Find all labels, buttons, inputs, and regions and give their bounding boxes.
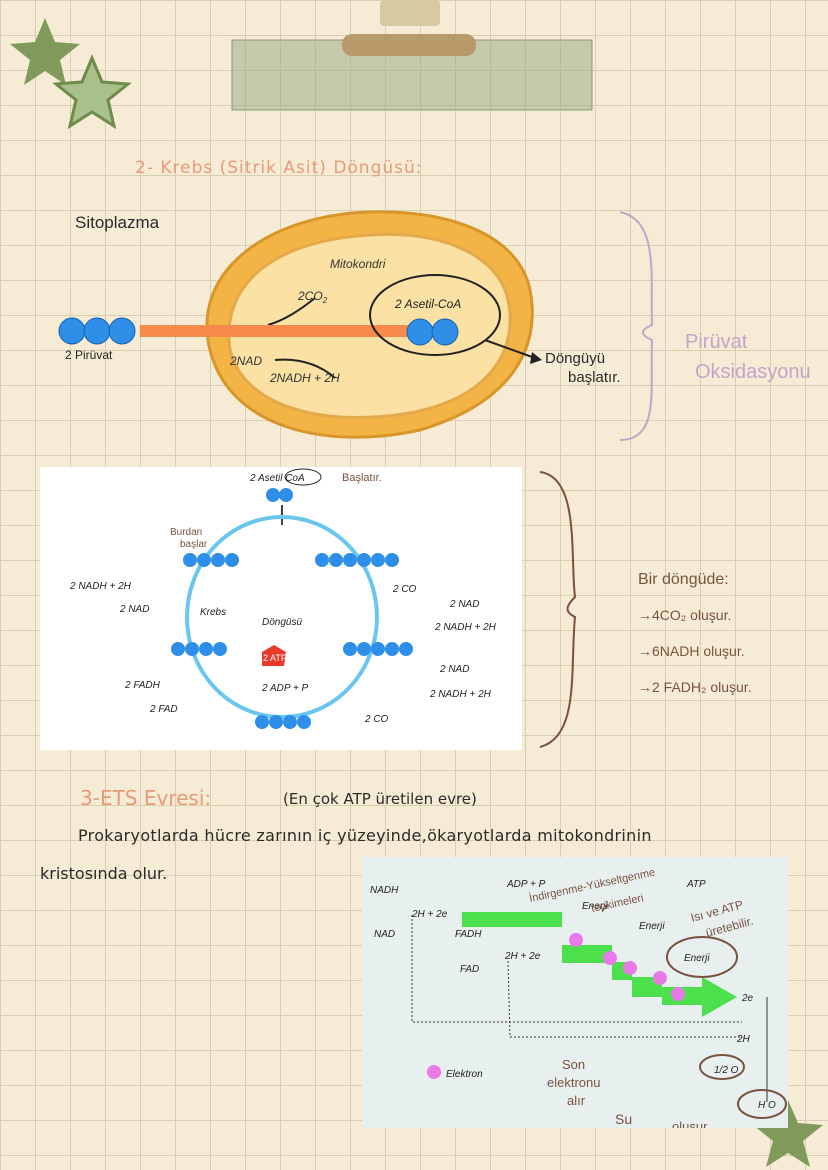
sitoplazma-label: Sitoplazma xyxy=(75,213,160,232)
krebs-cycle-diagram: 2 Asetil CoA Başlatır. Burdan başlar 2 N… xyxy=(69,468,497,729)
center-label-1: Krebs xyxy=(200,607,226,618)
ets-2h: 2H xyxy=(736,1034,751,1045)
c6-top-right xyxy=(315,553,399,567)
acetyl-top-label: 2 Asetil CoA xyxy=(249,473,305,484)
ets-atp: ATP xyxy=(686,879,706,890)
pyruvate-label: 2 Pirüvat xyxy=(65,348,113,362)
mitokondri-label: Mitokondri xyxy=(330,257,386,271)
adp-label: 2 ADP + P xyxy=(261,683,309,694)
ets-o2: 1/2 O xyxy=(714,1065,739,1076)
ets-enerji-1: Enerji xyxy=(582,901,608,912)
star-icon xyxy=(10,18,80,85)
nad-left: 2 NAD xyxy=(119,604,149,615)
nad-right-1: 2 NAD xyxy=(449,599,479,610)
summary-nadh: →6NADH oluşur. xyxy=(638,643,745,659)
ets-adp: ADP + P xyxy=(506,879,546,890)
ets-fadh2: FADH xyxy=(455,929,482,940)
note-last-2: elektronu xyxy=(547,1075,600,1090)
ets-enerji-2: Enerji xyxy=(639,921,665,932)
decorations xyxy=(10,0,593,130)
cycle-ring xyxy=(185,515,379,719)
co2-bottom: 2 CO xyxy=(364,714,389,725)
bracket-icon xyxy=(619,211,654,441)
cycle-summary: Bir döngüde: →4CO₂ oluşur. →6NADH oluşur… xyxy=(539,471,752,748)
c5-mid-right xyxy=(343,642,413,656)
electron-legend-icon xyxy=(427,1065,441,1079)
ets-h2o: H O xyxy=(758,1100,776,1111)
pyruvate-oxidation-diagram: Sitoplazma Mitokondri 2CO2 2 Pirüvat 2 A… xyxy=(58,210,811,441)
star-icon xyxy=(753,1100,823,1167)
summary-fadh2: →2 FADH₂ oluşur. xyxy=(638,679,752,695)
bracket-icon xyxy=(539,471,577,748)
note-last-3: alır xyxy=(567,1093,586,1108)
note-redox-2: tepkimeleri xyxy=(590,892,645,915)
c4-bottom xyxy=(255,715,311,729)
fadh2-label: 2 FADH xyxy=(124,680,161,691)
electron-staircase xyxy=(462,912,737,1017)
note-water-1: Su xyxy=(615,1111,632,1127)
ets-nadh: NADH xyxy=(370,885,399,896)
electron-dots xyxy=(569,933,685,1001)
atp-label: 2 ATP xyxy=(263,653,287,663)
ets-h2e-2: 2H + 2e xyxy=(504,951,541,962)
ets-electron-legend: Elektron xyxy=(446,1069,483,1080)
c4-top-left xyxy=(183,553,239,567)
ets-heading-note: (En çok ATP üretilen evre) xyxy=(283,790,477,808)
ets-h2e-1: 2H + 2e xyxy=(411,909,448,920)
nad-label: 2NAD xyxy=(229,354,262,368)
star-outline-icon xyxy=(52,54,132,130)
ets-enerji-3: Enerji xyxy=(684,953,710,964)
fad-label: 2 FAD xyxy=(149,704,178,715)
note-water-2: oluşur xyxy=(672,1119,708,1128)
starts-cycle-label-1: Döngüyü xyxy=(545,350,605,367)
nadh-right-1: 2 NADH + 2H xyxy=(434,622,497,633)
atp-burst xyxy=(262,645,286,666)
ets-nad: NAD xyxy=(374,929,395,940)
acetyl-balls xyxy=(406,318,459,346)
ets-diagram: NADH NAD 2H + 2e FADH FAD 2H + 2e ADP + … xyxy=(370,866,787,1134)
center-label-2: Döngüsü xyxy=(262,617,302,628)
starts-note: Başlatır. xyxy=(342,472,382,484)
c4-mid-left xyxy=(171,642,227,656)
ets-panel: NADH NAD 2H + 2e FADH FAD 2H + 2e ADP + … xyxy=(362,857,788,1134)
nadh-label: 2NADH + 2H xyxy=(269,371,340,385)
krebs-cycle-panel: 2 Asetil CoA Başlatır. Burdan başlar 2 N… xyxy=(40,467,522,750)
summary-title: Bir döngüde: xyxy=(638,571,729,588)
krebs-heading: 2- Krebs (Sitrik Asit) Döngüsü: xyxy=(135,158,423,178)
burdan-label-2: başlar xyxy=(180,539,208,550)
pyruvate-oxidation-label-1: Pirüvat xyxy=(685,331,748,353)
clip-icon xyxy=(342,0,476,56)
co2-right-top: 2 CO xyxy=(392,584,417,595)
pyruvate-oxidation-label-2: Oksidasyonu xyxy=(695,361,811,383)
ets-2e: 2e xyxy=(741,993,754,1004)
nadh-left: 2 NADH + 2H xyxy=(69,581,132,592)
ets-heading: 3-ETS Evresi: xyxy=(80,786,212,810)
summary-co2: →4CO₂ oluşur. xyxy=(638,607,731,623)
svg-text:2CO2: 2CO2 xyxy=(297,289,328,305)
burdan-label-1: Burdan xyxy=(170,527,202,538)
co2-label: 2CO xyxy=(297,289,323,303)
ets-fad: FAD xyxy=(460,964,479,975)
starts-cycle-label-2: başlatır. xyxy=(568,369,621,386)
nad-right-2: 2 NAD xyxy=(439,664,469,675)
nadh-right-2: 2 NADH + 2H xyxy=(429,689,492,700)
ets-description-line2: kristosında olur. xyxy=(40,864,168,883)
ets-description-line1: Prokaryotlarda hücre zarının iç yüzeyind… xyxy=(78,826,652,845)
acetyl-coa-label: 2 Asetil-CoA xyxy=(394,297,461,311)
pyruvate-balls xyxy=(58,317,136,345)
note-last-1: Son xyxy=(562,1057,585,1072)
